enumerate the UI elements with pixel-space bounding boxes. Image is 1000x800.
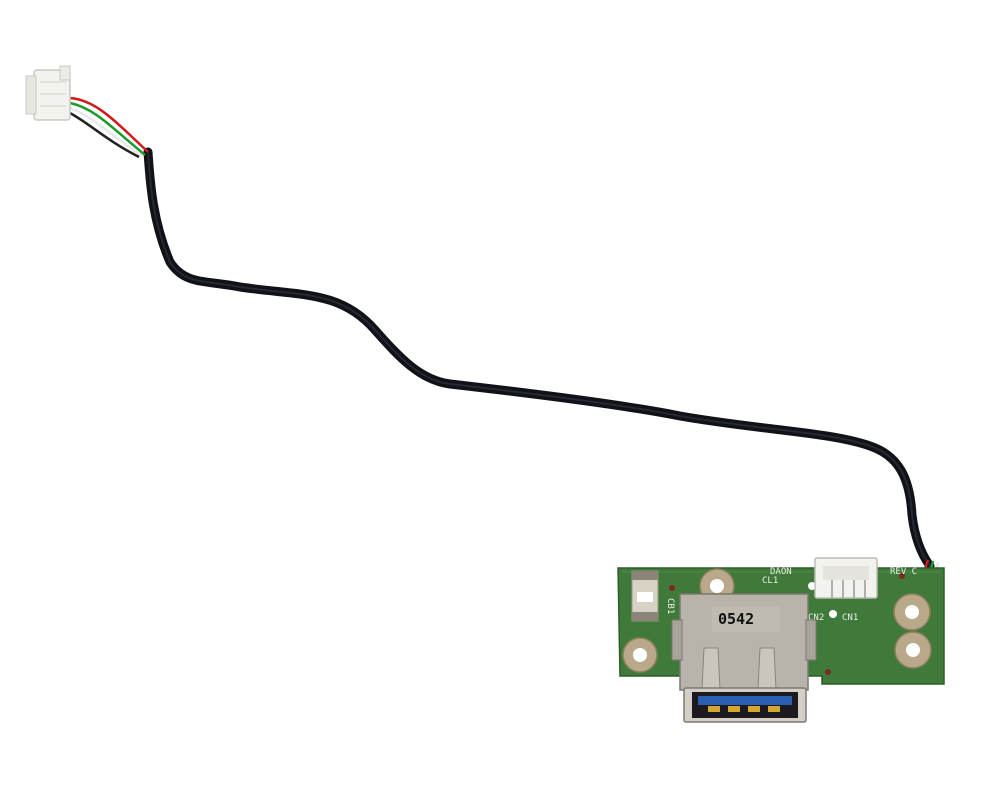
cl1-label: CL1 — [762, 576, 778, 586]
mounting-pad — [893, 593, 931, 631]
board-rev-label: REV C — [890, 567, 917, 577]
cb1-label: CB1 — [665, 598, 675, 614]
mounting-pad — [622, 637, 658, 673]
cable — [143, 147, 935, 571]
cn2-label: CN2 — [808, 613, 824, 623]
cable-connector — [25, 65, 71, 121]
mounting-pad — [894, 631, 932, 669]
cb1-component — [631, 570, 659, 622]
exposed-wires — [69, 96, 149, 159]
board-code-label: DAON — [770, 567, 792, 577]
board-connector — [814, 557, 878, 599]
stamp-label: 0542 — [712, 606, 780, 632]
stamp-text: 0542 — [718, 610, 754, 628]
usb-tongue — [698, 696, 792, 705]
cn1-label: CN1 — [842, 613, 858, 623]
